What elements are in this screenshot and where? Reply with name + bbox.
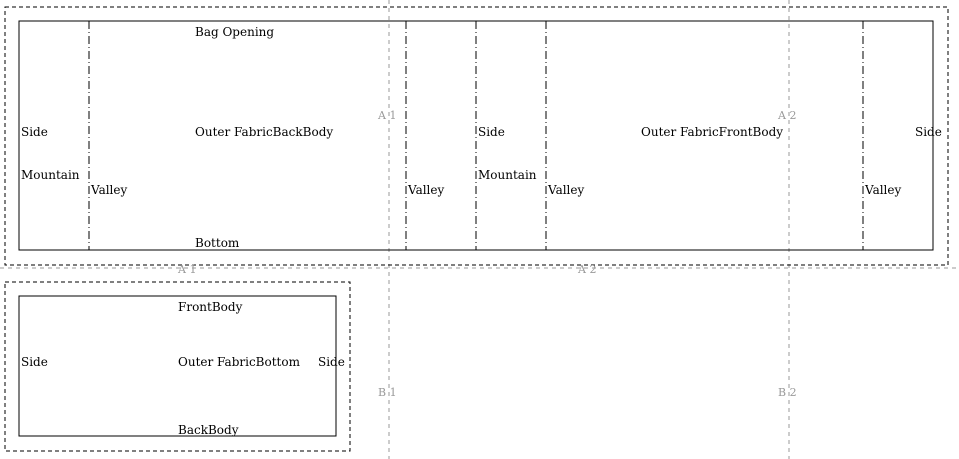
side-label-left: Side (21, 125, 48, 139)
back-body-label: Outer FabricBackBody (195, 125, 333, 139)
side-label-middle: Side (478, 125, 505, 139)
bottom-side-label-left: Side (21, 355, 48, 369)
body-piece: Bag Opening Bottom Outer FabricBackBody … (4, 6, 949, 266)
bottom-side-label-right: Side (318, 355, 345, 369)
back-body-edge-label: BackBody (178, 423, 239, 437)
bottom-piece: FrontBody BackBody Outer FabricBottom Si… (4, 281, 351, 452)
side-label-right: Side (915, 125, 942, 139)
page-label-b1: B 1 (378, 386, 397, 399)
valley-label-1: Valley (90, 183, 127, 197)
bottom-edge-label: Bottom (195, 236, 240, 250)
valley-label-4: Valley (864, 183, 901, 197)
mountain-label-left: Mountain (21, 168, 80, 182)
page-edge-label-a2: A 2 (577, 263, 596, 276)
bag-opening-label: Bag Opening (195, 25, 274, 39)
front-body-edge-label: FrontBody (178, 300, 243, 314)
body-seam-allowance (4, 6, 949, 266)
bottom-piece-label: Outer FabricBottom (178, 355, 301, 369)
front-body-label: Outer FabricFrontBody (641, 125, 783, 139)
page-label-b2: B 2 (778, 386, 797, 399)
bottom-cut-line (18, 295, 337, 437)
page-edge-label-a1: A 1 (177, 263, 196, 276)
bottom-seam-allowance (4, 281, 351, 452)
page-label-a1: A 1 (377, 109, 396, 122)
mountain-label-middle: Mountain (478, 168, 537, 182)
page-grid-labels: A 1 A 2 B 1 B 2 A 1 A 2 (177, 109, 797, 399)
valley-label-3: Valley (547, 183, 584, 197)
valley-label-2: Valley (407, 183, 444, 197)
page-label-a2: A 2 (777, 109, 796, 122)
